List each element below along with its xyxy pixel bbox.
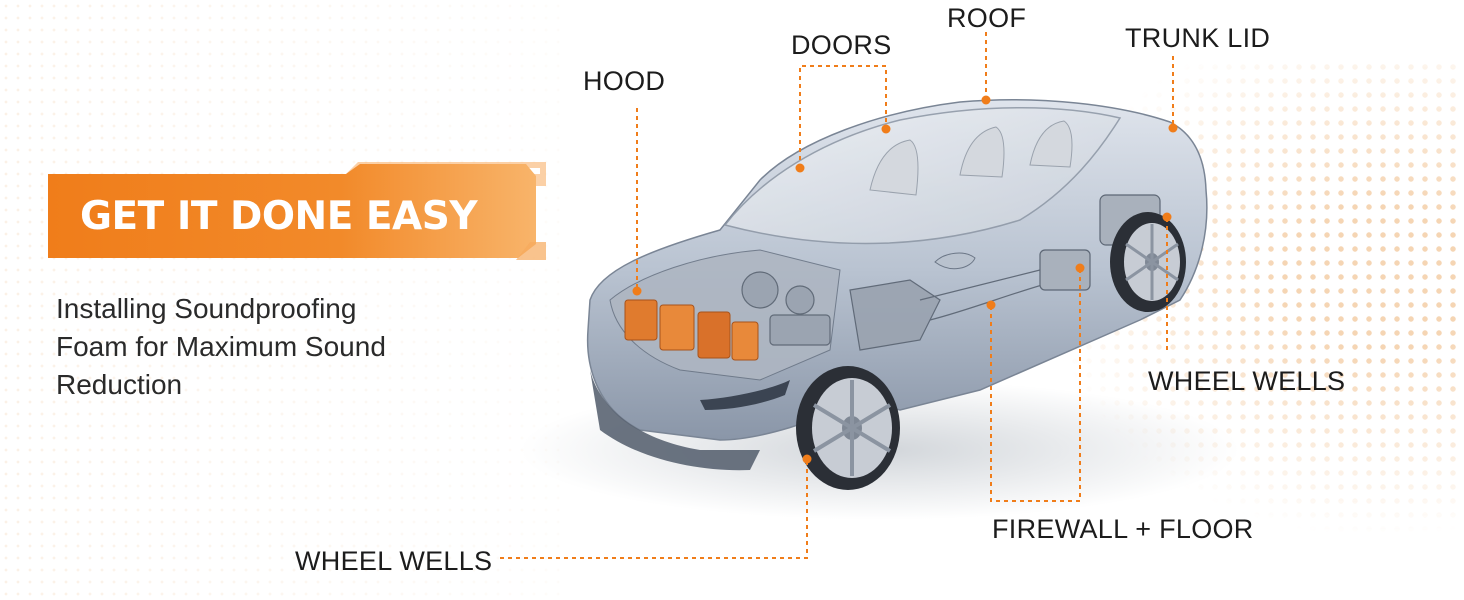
doors-marker-1 — [795, 163, 805, 173]
callout-wheel-wells-front: WHEEL WELLS — [295, 546, 493, 576]
side-mirror — [934, 252, 976, 270]
rear-seat — [959, 126, 1005, 178]
engine-machinery — [741, 269, 1061, 351]
hood-marker — [632, 286, 642, 296]
headlight — [700, 380, 790, 410]
callout-doors: DOORS — [791, 30, 892, 60]
front-bumper — [590, 370, 760, 471]
engine-block-3 — [697, 311, 731, 359]
doors-marker-2 — [881, 124, 891, 134]
roof-marker — [981, 95, 991, 105]
subtitle-line-1: Installing Soundproofing — [56, 293, 357, 324]
engine-block-4 — [731, 321, 759, 361]
banner-title: GET IT DONE EASY — [80, 194, 478, 239]
firewall-floor-leader — [990, 268, 1081, 502]
callout-wheel-wells-rear: WHEEL WELLS — [1148, 366, 1346, 396]
engine-block-1 — [624, 299, 658, 341]
front-wheel — [796, 366, 900, 490]
subtitle-line-3: Reduction — [56, 369, 183, 400]
engine-block-2 — [659, 304, 695, 351]
doors-leader — [799, 65, 887, 168]
front-seat — [869, 139, 919, 196]
callout-trunk-lid: TRUNK LID — [1125, 23, 1271, 53]
rear-seat-2 — [1029, 120, 1073, 168]
wheel-wells-front-marker — [802, 454, 812, 464]
banner: GET IT DONE EASY — [46, 162, 548, 260]
wheel-wells-rear-marker — [1162, 212, 1172, 222]
banner-shape — [46, 162, 546, 260]
subtitle-line-2: Foam for Maximum Sound — [56, 331, 386, 362]
floor-marker — [1075, 263, 1085, 273]
subtitle: Installing Soundproofing Foam for Maximu… — [56, 290, 456, 404]
callout-roof: ROOF — [947, 3, 1027, 33]
firewall-marker — [986, 300, 996, 310]
wheel-wells-front-leader — [500, 460, 808, 559]
callout-hood: HOOD — [583, 66, 666, 96]
callout-firewall-floor: FIREWALL + FLOOR — [992, 514, 1254, 544]
dot-pattern-left — [0, 0, 560, 600]
car-cabin — [723, 106, 1122, 245]
trunk-marker — [1168, 123, 1178, 133]
